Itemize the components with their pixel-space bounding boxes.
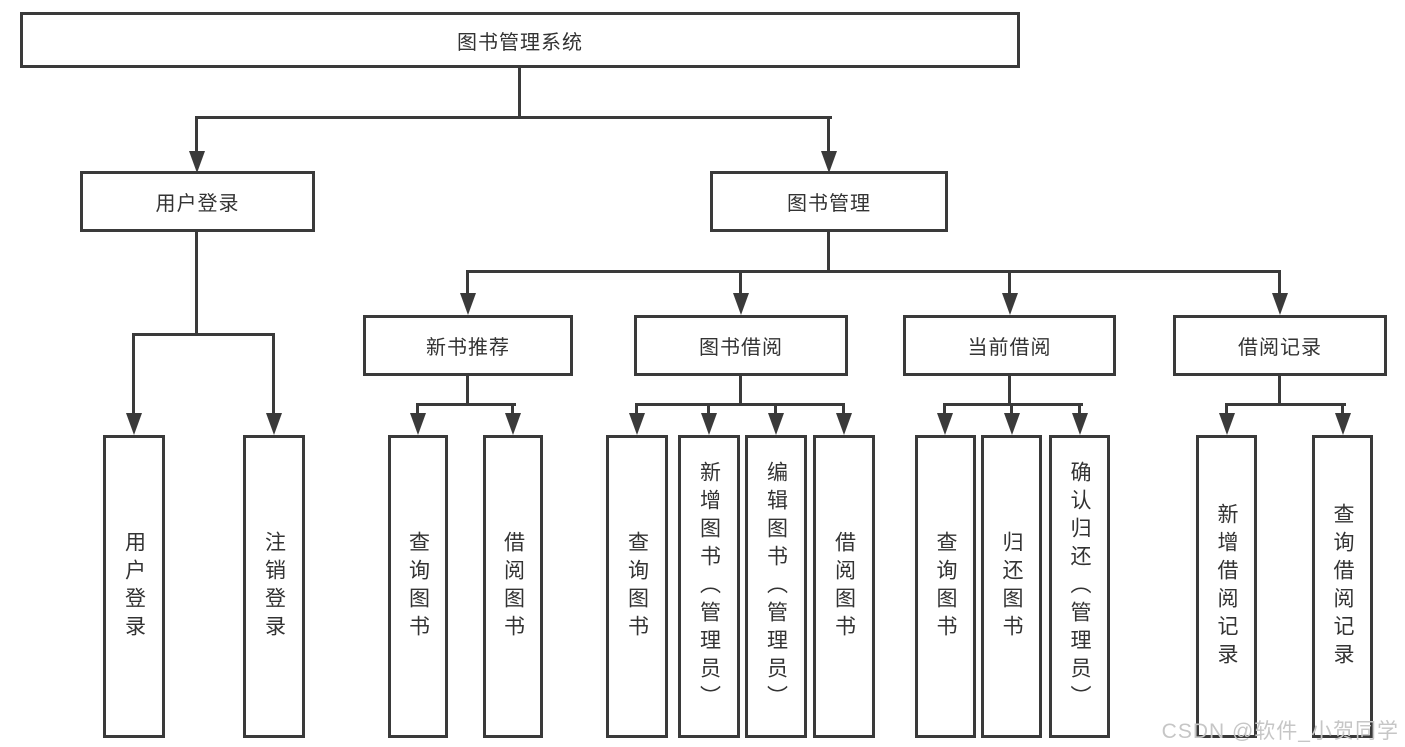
leaf-borrow-add-books-admin: 新增图书（管理员）	[678, 435, 740, 738]
watermark: CSDN @软件_小贺同学	[1161, 720, 1399, 743]
node-user-login: 用户登录	[80, 171, 315, 232]
leaf-current-query-books: 查询图书	[915, 435, 976, 738]
arrow-down	[1004, 413, 1020, 435]
arrow-down	[1002, 293, 1018, 315]
node-label: 图书管理	[787, 193, 871, 215]
connector-line	[466, 374, 469, 406]
leaf-borrow-query-books: 查询图书	[606, 435, 668, 738]
connector-line	[635, 403, 638, 415]
leaf-label: 查询图书	[625, 530, 649, 643]
arrow-down	[266, 413, 282, 435]
node-root: 图书管理系统	[20, 12, 1020, 68]
leaf-label: 借阅图书	[501, 530, 525, 643]
arrow-down	[1272, 293, 1288, 315]
leaf-label: 新增图书（管理员）	[697, 460, 721, 713]
connector-line	[195, 116, 832, 119]
node-book-management: 图书管理	[710, 171, 948, 232]
node-new-book-recommend: 新书推荐	[363, 315, 573, 376]
connector-line	[739, 374, 742, 406]
connector-line	[511, 403, 514, 415]
leaf-recommend-query-books: 查询图书	[388, 435, 448, 738]
connector-line	[1008, 374, 1011, 406]
node-book-borrow: 图书借阅	[634, 315, 848, 376]
node-label: 借阅记录	[1238, 337, 1322, 359]
arrow-down	[701, 413, 717, 435]
leaf-current-return-books: 归还图书	[981, 435, 1042, 738]
arrow-down	[733, 293, 749, 315]
node-current-borrow: 当前借阅	[903, 315, 1116, 376]
node-label: 图书借阅	[699, 337, 783, 359]
leaf-label: 查询图书	[406, 530, 430, 643]
leaf-borrow-edit-books-admin: 编辑图书（管理员）	[745, 435, 807, 738]
connector-line	[1225, 403, 1346, 406]
node-label: 用户登录	[155, 193, 240, 215]
connector-line	[1010, 403, 1013, 415]
leaf-records-query-record: 查询借阅记录	[1312, 435, 1373, 738]
node-label: 图书管理系统	[457, 31, 583, 54]
leaf-label: 借阅图书	[832, 530, 856, 643]
connector-line	[466, 270, 1281, 273]
connector-line	[518, 66, 521, 119]
leaf-label: 查询借阅记录	[1331, 502, 1354, 671]
connector-line	[1078, 403, 1081, 415]
arrow-down	[1335, 413, 1351, 435]
leaf-label: 注销登录	[262, 530, 286, 643]
leaf-records-add-record: 新增借阅记录	[1196, 435, 1257, 738]
connector-line	[466, 270, 469, 294]
arrow-down	[189, 151, 205, 173]
connector-line	[195, 230, 198, 336]
node-borrow-records: 借阅记录	[1173, 315, 1387, 376]
connector-line	[132, 333, 275, 336]
arrow-down	[629, 413, 645, 435]
leaf-label: 查询图书	[934, 530, 957, 643]
leaf-label: 用户登录	[122, 530, 146, 643]
arrow-down	[460, 293, 476, 315]
arrow-down	[821, 151, 837, 173]
connector-line	[272, 333, 275, 414]
arrow-down	[410, 413, 426, 435]
leaf-current-confirm-return-admin: 确认归还（管理员）	[1049, 435, 1110, 738]
connector-line	[842, 403, 845, 415]
connector-line	[1225, 403, 1228, 415]
connector-line	[416, 403, 516, 406]
connector-line	[827, 116, 830, 152]
leaf-label: 归还图书	[1000, 530, 1023, 643]
leaf-logout: 注销登录	[243, 435, 305, 738]
connector-line	[739, 270, 742, 294]
leaf-label: 编辑图书（管理员）	[764, 460, 788, 713]
connector-line	[1278, 374, 1281, 406]
arrow-down	[1072, 413, 1088, 435]
connector-line	[195, 116, 198, 152]
connector-line	[707, 403, 710, 415]
arrow-down	[937, 413, 953, 435]
arrow-down	[768, 413, 784, 435]
arrow-down	[505, 413, 521, 435]
connector-line	[416, 403, 419, 415]
leaf-recommend-borrow-books: 借阅图书	[483, 435, 543, 738]
leaf-borrow-borrow-books: 借阅图书	[813, 435, 875, 738]
arrow-down	[836, 413, 852, 435]
connector-line	[943, 403, 1083, 406]
arrow-down	[126, 413, 142, 435]
leaf-label: 新增借阅记录	[1215, 502, 1238, 671]
node-label: 当前借阅	[967, 337, 1052, 359]
connector-line	[1341, 403, 1344, 415]
leaf-user-login: 用户登录	[103, 435, 165, 738]
connector-line	[774, 403, 777, 415]
connector-line	[1008, 270, 1011, 294]
arrow-down	[1219, 413, 1235, 435]
connector-line	[132, 333, 135, 414]
connector-line	[827, 230, 830, 273]
leaf-label: 确认归还（管理员）	[1068, 460, 1091, 713]
connector-line	[1278, 270, 1281, 294]
connector-line	[943, 403, 946, 415]
node-label: 新书推荐	[426, 337, 510, 359]
connector-line	[635, 403, 845, 406]
